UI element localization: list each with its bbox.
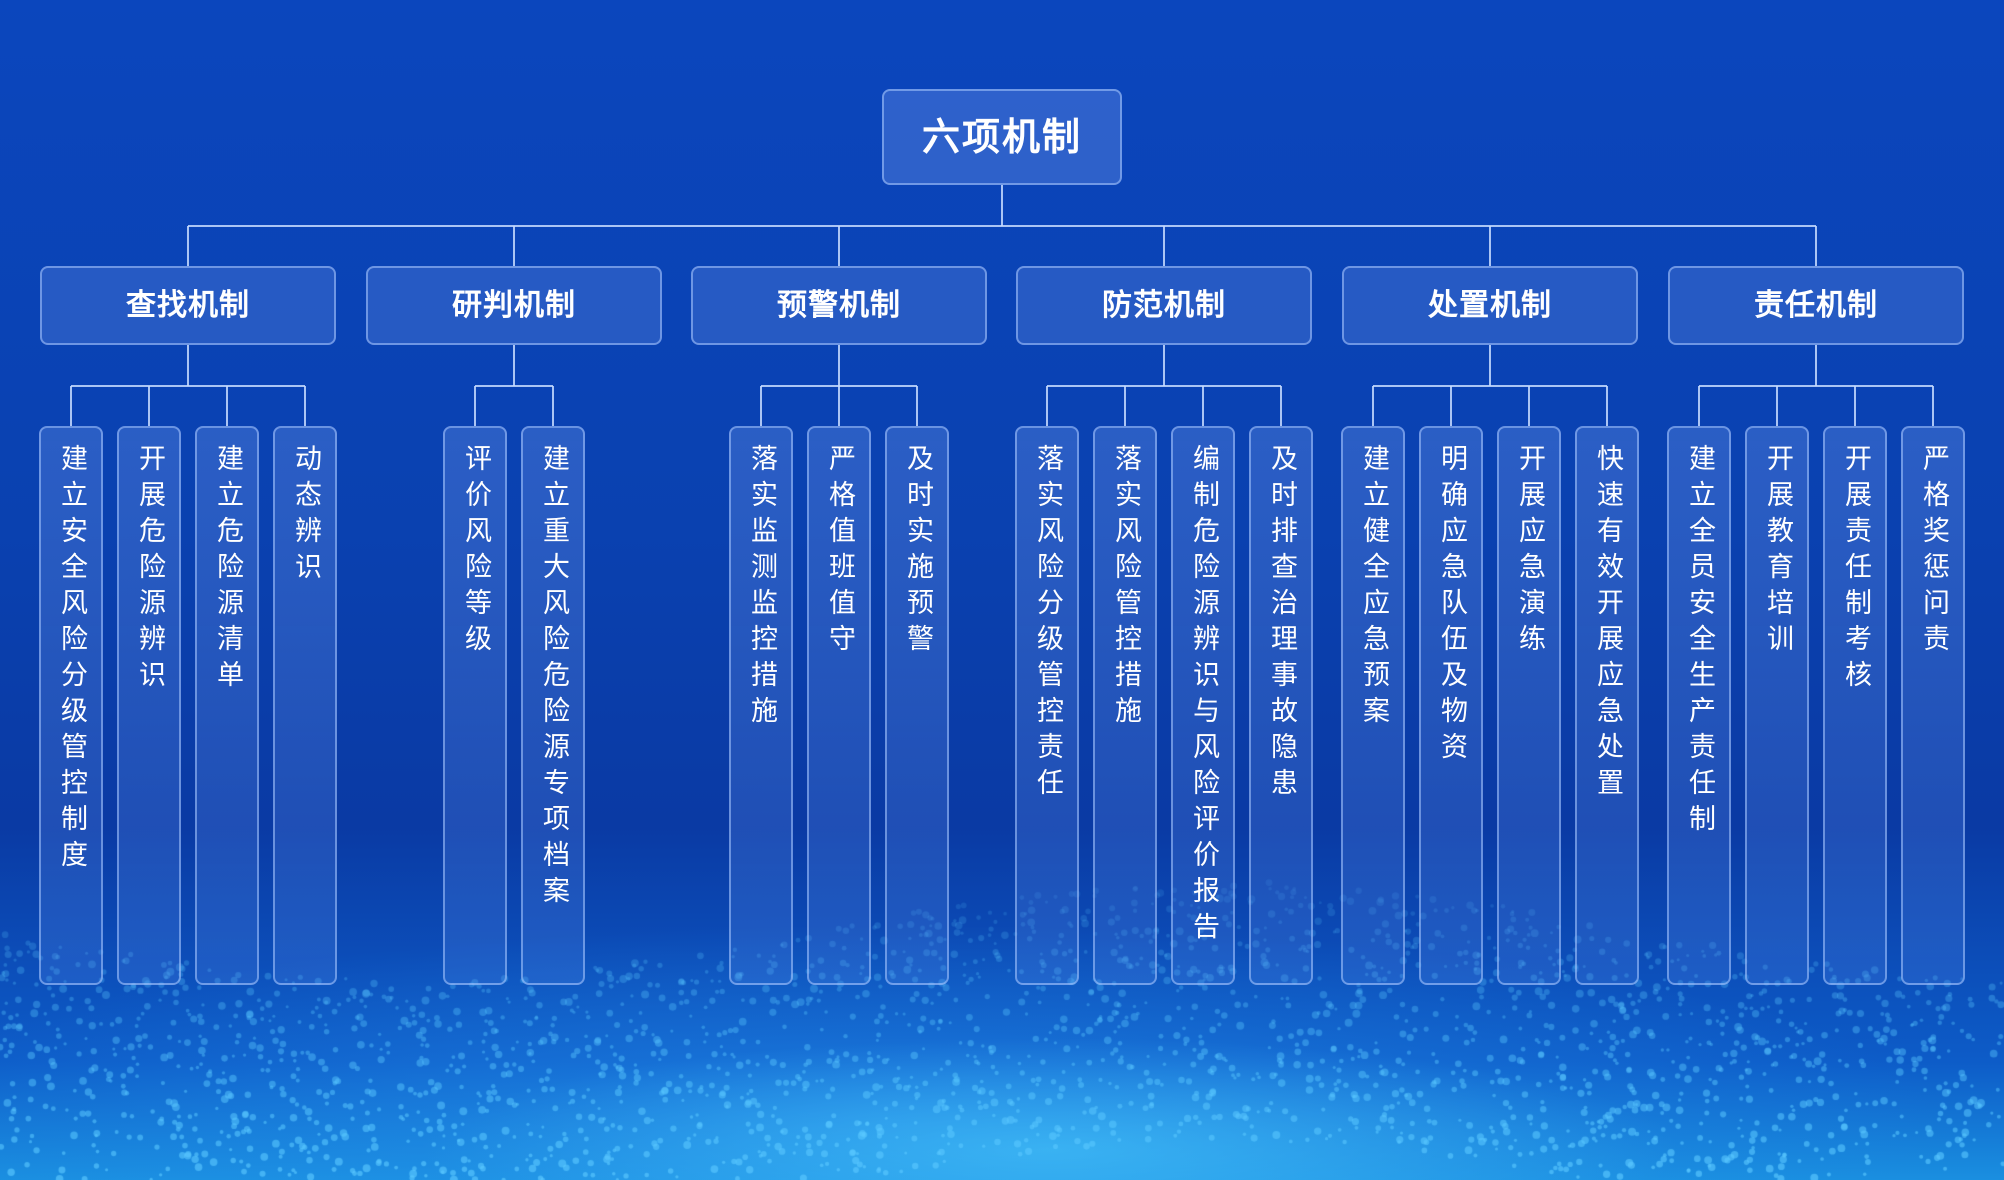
measure-node: 严格值班值守 bbox=[807, 426, 871, 985]
measure-label: 建立危险源清单 bbox=[212, 444, 243, 696]
measure-node: 建立重大风险危险源专项档案 bbox=[521, 426, 585, 985]
measure-label: 动态辨识 bbox=[290, 444, 321, 588]
measure-label: 及时实施预警 bbox=[902, 444, 933, 660]
measure-node: 开展教育培训 bbox=[1745, 426, 1809, 985]
measure-label: 开展教育培训 bbox=[1762, 444, 1793, 660]
mechanism-node: 处置机制 bbox=[1342, 266, 1638, 345]
measure-node: 落实风险管控措施 bbox=[1093, 426, 1157, 985]
measure-node: 落实监测监控措施 bbox=[729, 426, 793, 985]
measure-label: 开展危险源辨识 bbox=[134, 444, 165, 696]
measure-label: 开展应急演练 bbox=[1514, 444, 1545, 660]
mechanism-node: 预警机制 bbox=[691, 266, 987, 345]
measure-node: 严格奖惩问责 bbox=[1901, 426, 1965, 985]
measure-node: 建立全员安全生产责任制 bbox=[1667, 426, 1731, 985]
measure-label: 评价风险等级 bbox=[460, 444, 491, 660]
measure-node: 开展危险源辨识 bbox=[117, 426, 181, 985]
measure-node: 快速有效开展应急处置 bbox=[1575, 426, 1639, 985]
measure-node: 明确应急队伍及物资 bbox=[1419, 426, 1483, 985]
mechanism-node: 责任机制 bbox=[1668, 266, 1964, 345]
mechanism-node: 防范机制 bbox=[1016, 266, 1312, 345]
mechanism-node: 查找机制 bbox=[40, 266, 336, 345]
measure-label: 严格奖惩问责 bbox=[1918, 444, 1949, 660]
measure-node: 建立危险源清单 bbox=[195, 426, 259, 985]
measure-node: 建立健全应急预案 bbox=[1341, 426, 1405, 985]
measure-label: 建立全员安全生产责任制 bbox=[1684, 444, 1715, 840]
measure-label: 落实风险管控措施 bbox=[1110, 444, 1141, 732]
measure-label: 及时排查治理事故隐患 bbox=[1266, 444, 1297, 804]
measure-node: 落实风险分级管控责任 bbox=[1015, 426, 1079, 985]
measure-label: 建立安全风险分级管控制度 bbox=[56, 444, 87, 876]
measure-label: 严格值班值守 bbox=[824, 444, 855, 660]
measure-label: 编制危险源辨识与风险评价报告 bbox=[1188, 444, 1219, 948]
measure-node: 评价风险等级 bbox=[443, 426, 507, 985]
measure-label: 明确应急队伍及物资 bbox=[1436, 444, 1467, 768]
measure-node: 开展应急演练 bbox=[1497, 426, 1561, 985]
measure-label: 建立重大风险危险源专项档案 bbox=[538, 444, 569, 912]
root-node: 六项机制 bbox=[882, 89, 1122, 185]
mechanism-node: 研判机制 bbox=[366, 266, 662, 345]
measure-label: 落实监测监控措施 bbox=[746, 444, 777, 732]
measure-node: 及时实施预警 bbox=[885, 426, 949, 985]
measure-node: 编制危险源辨识与风险评价报告 bbox=[1171, 426, 1235, 985]
measure-node: 建立安全风险分级管控制度 bbox=[39, 426, 103, 985]
measure-label: 快速有效开展应急处置 bbox=[1592, 444, 1623, 804]
measure-label: 开展责任制考核 bbox=[1840, 444, 1871, 696]
measure-node: 及时排查治理事故隐患 bbox=[1249, 426, 1313, 985]
measure-label: 建立健全应急预案 bbox=[1358, 444, 1389, 732]
measure-node: 开展责任制考核 bbox=[1823, 426, 1887, 985]
measure-label: 落实风险分级管控责任 bbox=[1032, 444, 1063, 804]
measure-node: 动态辨识 bbox=[273, 426, 337, 985]
